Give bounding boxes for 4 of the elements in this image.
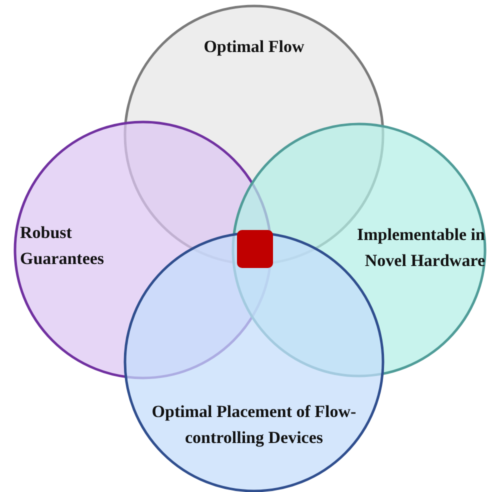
- circle-label: Optimal Placement of Flow-controlling Devices: [150, 401, 358, 449]
- circle-label: Optimal Flow: [202, 36, 306, 58]
- circle-label: Implementable in Novel Hardware: [356, 224, 485, 272]
- circle-label: Robust Guarantees: [20, 222, 106, 270]
